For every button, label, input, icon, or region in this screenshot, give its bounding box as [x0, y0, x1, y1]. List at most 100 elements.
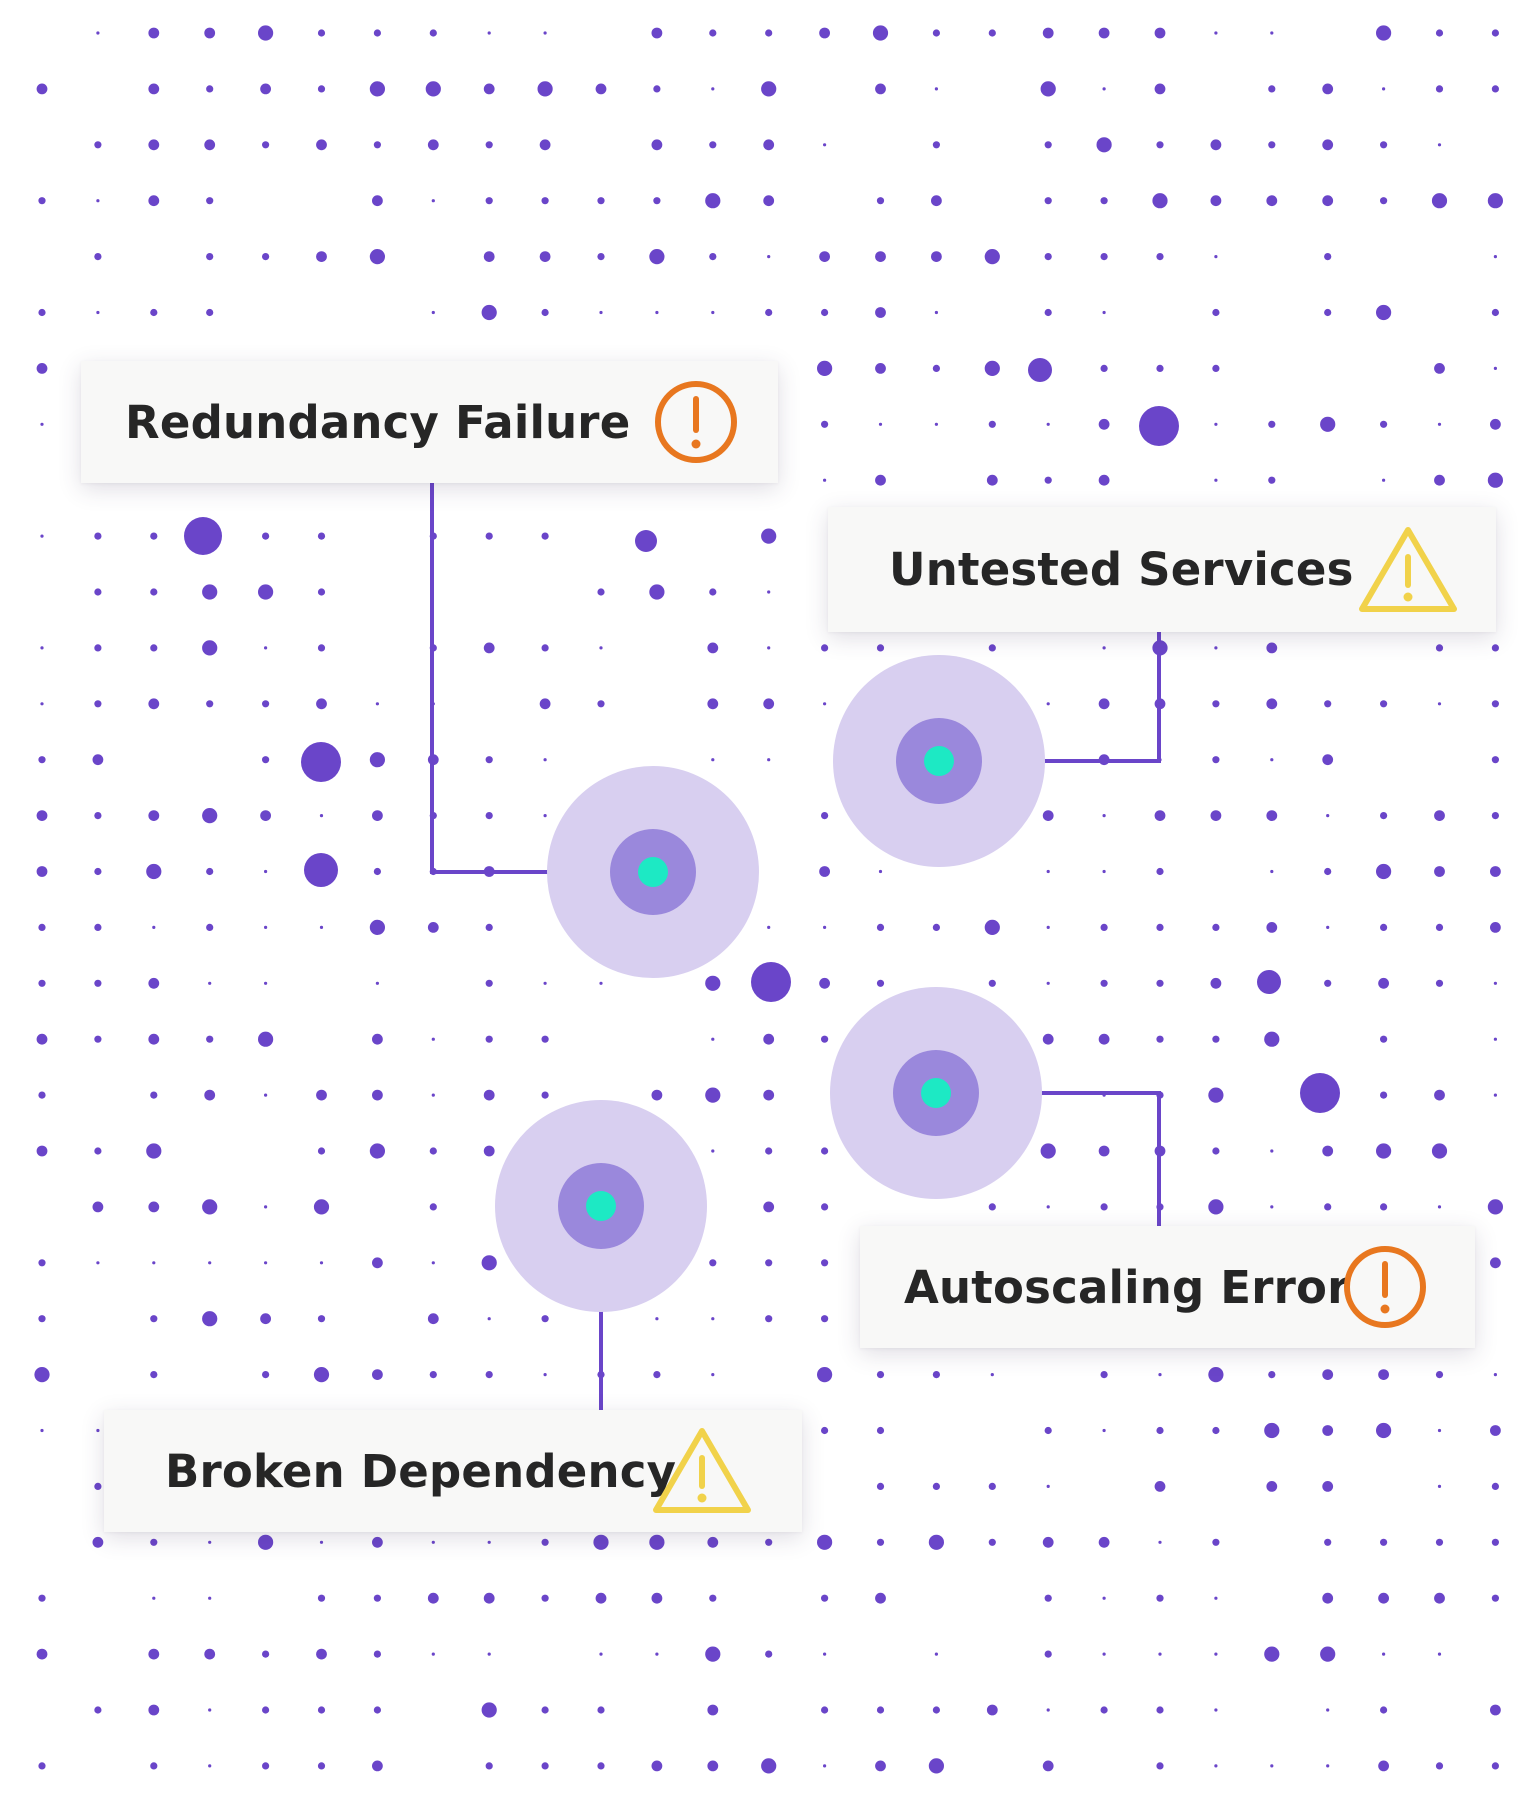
- grid-dot: [1214, 422, 1218, 426]
- grid-dot: [707, 1704, 719, 1716]
- grid-dot: [1376, 863, 1392, 880]
- grid-dot: [1156, 979, 1164, 987]
- grid-dot: [1490, 1425, 1501, 1436]
- grid-dot: [599, 981, 603, 985]
- grid-dot: [1380, 1035, 1388, 1043]
- grid-dot: [487, 31, 491, 35]
- grid-dot: [373, 1650, 381, 1658]
- grid-dot: [932, 141, 941, 149]
- grid-dot: [36, 1033, 48, 1045]
- grid-dot: [1435, 1538, 1444, 1546]
- alert-card-untested-services[interactable]: Untested Services: [828, 507, 1496, 632]
- node-broken-dependency[interactable]: [495, 1100, 707, 1312]
- grid-dot: [38, 197, 46, 205]
- grid-dot: [1102, 1596, 1106, 1600]
- grid-dot: [931, 195, 942, 207]
- grid-dot: [96, 310, 100, 315]
- grid-dot: [649, 1534, 665, 1550]
- grid-dot: [934, 87, 939, 91]
- grid-dot: [316, 1089, 327, 1101]
- node-untested-services[interactable]: [833, 655, 1045, 867]
- grid-dot: [1046, 869, 1050, 874]
- grid-dot: [36, 1648, 48, 1660]
- grid-dot: [96, 1428, 100, 1433]
- grid-dot: [150, 532, 158, 540]
- grid-dot: [1210, 195, 1222, 207]
- grid-dot: [1102, 1428, 1106, 1433]
- grid-dot: [481, 304, 497, 321]
- grid-dot: [711, 758, 715, 762]
- grid-dot: [431, 1037, 435, 1041]
- node-redundancy-failure[interactable]: [547, 766, 759, 978]
- grid-dot: [765, 1259, 773, 1267]
- grid-dot: [1044, 197, 1052, 205]
- grid-dot: [1491, 1762, 1499, 1770]
- grid-dot: [876, 979, 885, 987]
- grid-dot: [427, 1592, 439, 1604]
- grid-dot: [1156, 1426, 1164, 1435]
- grid-dot: [94, 588, 102, 596]
- grid-dot: [1490, 1704, 1501, 1716]
- grid-dot: [597, 1706, 605, 1714]
- grid-dot: [1437, 1484, 1442, 1488]
- grid-dot-large: [184, 517, 222, 555]
- grid-dot-large: [301, 742, 341, 782]
- grid-dot: [1487, 193, 1503, 209]
- grid-dot: [1212, 364, 1220, 372]
- grid-dot: [543, 31, 547, 35]
- grid-dot: [1212, 923, 1220, 932]
- grid-dot: [92, 1201, 104, 1213]
- grid-dot: [431, 310, 435, 315]
- grid-dot: [878, 869, 883, 874]
- grid-dot: [1156, 1035, 1164, 1043]
- grid-dot: [260, 83, 271, 95]
- grid-dot: [932, 1706, 941, 1714]
- grid-dot: [94, 923, 102, 932]
- grid-dot: [1046, 1484, 1050, 1488]
- grid-dot: [94, 1035, 102, 1043]
- grid-dot: [262, 700, 270, 708]
- grid-dot: [821, 1315, 829, 1323]
- grid-dot: [543, 981, 547, 985]
- grid-dot: [206, 867, 214, 876]
- grid-dot: [1046, 702, 1050, 706]
- grid-dot: [1490, 866, 1501, 877]
- grid-dot: [1214, 31, 1218, 35]
- grid-dot: [1435, 979, 1444, 987]
- warning-triangle-icon: [650, 1425, 754, 1517]
- grid-dot: [651, 139, 663, 151]
- grid-dot: [1324, 308, 1332, 317]
- alert-card-broken-dependency[interactable]: Broken Dependency: [104, 1410, 802, 1532]
- grid-dot: [431, 1652, 435, 1656]
- grid-dot: [1042, 1536, 1054, 1548]
- grid-dot: [1380, 197, 1388, 205]
- grid-dot: [878, 422, 883, 426]
- grid-dot: [258, 25, 274, 41]
- grid-dot-large: [751, 962, 791, 1002]
- grid-dot: [1100, 979, 1108, 987]
- grid-dot: [1266, 810, 1278, 821]
- grid-dot: [1268, 1371, 1276, 1379]
- grid-dot: [765, 1147, 773, 1155]
- grid-dot: [1434, 474, 1445, 486]
- alert-card-redundancy-failure[interactable]: Redundancy Failure: [81, 361, 778, 483]
- grid-dot: [1322, 139, 1334, 151]
- grid-dot: [264, 1261, 268, 1265]
- node-autoscaling-error[interactable]: [830, 987, 1042, 1199]
- grid-dot: [1042, 1760, 1054, 1772]
- grid-dot: [984, 249, 1000, 265]
- grid-dot: [767, 925, 771, 930]
- grid-dot: [1491, 644, 1499, 652]
- alert-card-autoscaling-error[interactable]: Autoscaling Error: [860, 1226, 1475, 1348]
- grid-dot: [1320, 416, 1336, 432]
- grid-dot: [819, 251, 830, 262]
- grid-dot: [655, 1652, 659, 1656]
- grid-dot-large: [1300, 1073, 1340, 1113]
- grid-dot: [821, 812, 829, 820]
- grid-dot: [543, 1373, 547, 1377]
- grid-dot: [1212, 756, 1220, 764]
- grid-dot: [595, 83, 607, 95]
- grid-dot: [1044, 141, 1052, 149]
- grid-dot: [1214, 1764, 1218, 1768]
- grid-dot: [258, 584, 274, 600]
